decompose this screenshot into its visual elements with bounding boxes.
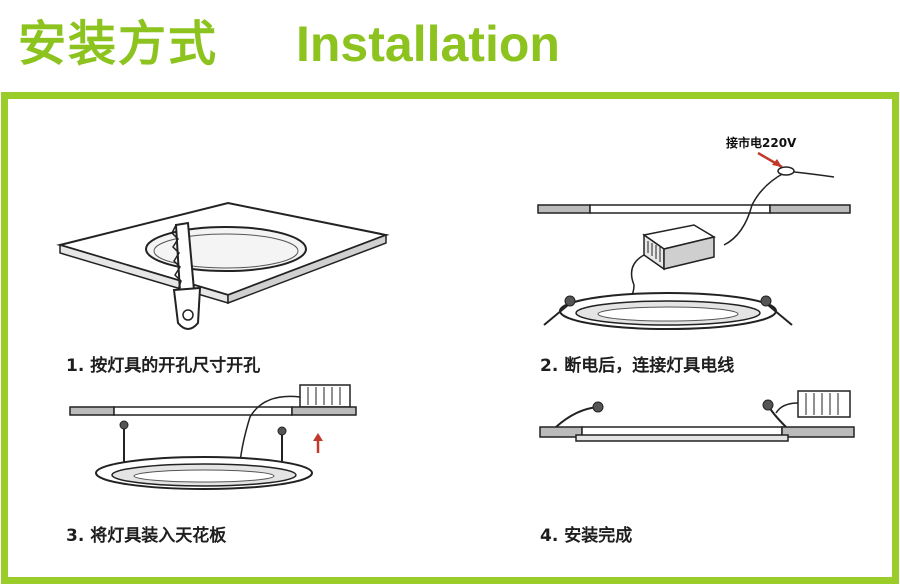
header: 安装方式 Installation: [0, 0, 900, 88]
step1-label: 1. 按灯具的开孔尺寸开孔: [66, 356, 261, 376]
step4-illustration: [539, 390, 855, 442]
step2-illustration: 接市电220V: [537, 135, 851, 330]
step2-label: 2. 断电后，连接灯具电线: [540, 356, 735, 376]
step1-illustration: [56, 201, 390, 330]
step3-label: 3. 将灯具装入天花板: [66, 526, 227, 546]
step3-illustration: [69, 384, 357, 490]
step4-label: 4. 安装完成: [540, 526, 633, 546]
page-title-en: Installation: [296, 16, 560, 72]
page-title-cn: 安装方式: [18, 16, 219, 72]
installation-panel: 1. 按灯具的开孔尺寸开孔 接市电220V 2. 断电后，连接灯具电线: [1, 92, 899, 584]
mains-annotation: 接市电220V: [726, 135, 797, 150]
